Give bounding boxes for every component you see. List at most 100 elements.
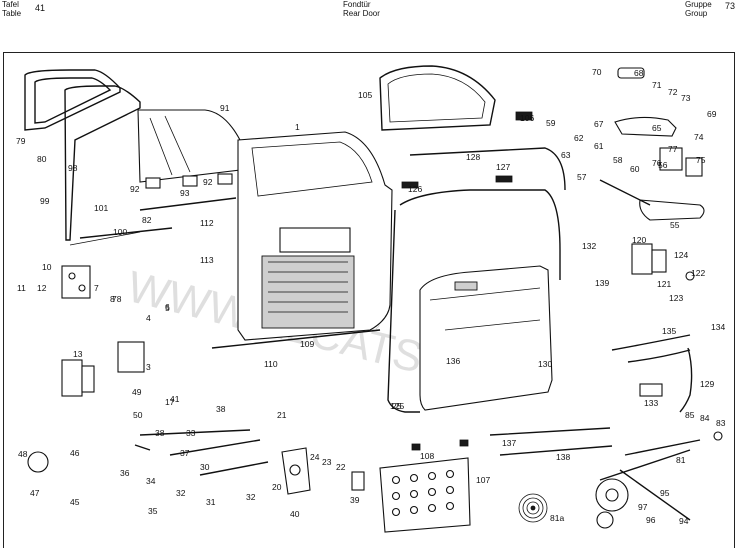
part-label: 23 xyxy=(322,457,332,467)
part-label: 58 xyxy=(613,155,623,165)
part-label: 21 xyxy=(277,410,287,420)
cover-plate xyxy=(379,457,471,533)
lock-cylinder xyxy=(617,67,645,79)
trim-strips xyxy=(489,427,613,456)
part-label: 33 xyxy=(186,428,196,438)
striker-plate xyxy=(631,243,667,275)
part-label: 94 xyxy=(679,516,689,526)
part-label: 40 xyxy=(290,509,300,519)
part-label: 47 xyxy=(30,488,40,498)
part-label: 132 xyxy=(582,241,596,251)
door-seal xyxy=(387,147,566,413)
part-label: 135 xyxy=(662,326,676,336)
part-label: 20 xyxy=(272,482,282,492)
part-label: 83 xyxy=(716,418,726,428)
part-label: 110 xyxy=(264,359,278,369)
part-number-labels: 1 3 4 5 6 7 8 10 11 12 13 17 20 21 22 23… xyxy=(16,67,726,526)
part-label: 112 xyxy=(200,218,214,228)
regulator-spring xyxy=(518,493,548,523)
part-label: 106 xyxy=(520,113,534,123)
part-label: 137 xyxy=(502,438,516,448)
handle-bracket xyxy=(614,116,703,177)
part-label: 78 xyxy=(112,294,122,304)
part-label: 97 xyxy=(638,502,648,512)
diagram-title: Fondtür Rear Door xyxy=(343,0,380,18)
part-label: 82 xyxy=(142,215,152,225)
part-label: 139 xyxy=(595,278,609,288)
part-label: 1 xyxy=(295,122,300,132)
group-number-header: Gruppe Group 73 xyxy=(685,0,735,18)
part-label: 35 xyxy=(148,506,158,516)
table-number-header: Tafel Table 41 xyxy=(2,0,45,18)
side-strips xyxy=(611,334,693,413)
part-label: 100 xyxy=(113,227,127,237)
part-label: 108 xyxy=(420,451,434,461)
part-label: 91 xyxy=(220,103,230,113)
glass-rail xyxy=(79,197,237,239)
part-label: 96 xyxy=(646,515,656,525)
part-label: 50 xyxy=(133,410,143,420)
part-label: 105 xyxy=(358,90,372,100)
part-label: 67 xyxy=(594,119,604,129)
part-label: 37 xyxy=(180,448,190,458)
part-label: 39 xyxy=(350,495,360,505)
part-label: 6 xyxy=(165,302,170,312)
part-label: 60 xyxy=(630,164,640,174)
part-label: 74 xyxy=(694,132,704,142)
window-seal-frame xyxy=(24,69,141,246)
part-label: 36 xyxy=(120,468,130,478)
title-de: Fondtür xyxy=(343,0,371,9)
part-label: 10 xyxy=(42,262,52,272)
part-label: 85 xyxy=(685,410,695,420)
small-fittings xyxy=(27,271,723,491)
part-label: 25 xyxy=(392,401,402,411)
part-label: 11 xyxy=(17,283,26,293)
table-label-en: Table xyxy=(2,9,22,18)
part-label: 5 xyxy=(165,303,170,313)
part-label: 107 xyxy=(476,475,490,485)
part-label: 38 xyxy=(155,428,165,438)
part-label: 121 xyxy=(657,279,671,289)
part-label: 76 xyxy=(652,158,662,168)
part-label: 13 xyxy=(73,349,83,359)
part-label: 17 xyxy=(165,397,175,407)
part-label: 32 xyxy=(176,488,186,498)
part-label: 41 xyxy=(170,394,180,404)
part-label: 69 xyxy=(707,109,717,119)
part-label: 79 xyxy=(16,136,26,146)
part-label: 77 xyxy=(668,144,678,154)
table-number: 41 xyxy=(35,3,46,13)
part-label: 124 xyxy=(674,250,688,260)
part-label: 134 xyxy=(711,322,725,332)
part-label: 127 xyxy=(496,162,510,172)
rear-window-frame xyxy=(379,65,496,131)
part-label: 71 xyxy=(652,80,662,90)
part-label: 32 xyxy=(246,492,256,502)
part-label: 3 xyxy=(146,362,151,372)
door-lock xyxy=(281,447,311,495)
part-label: 70 xyxy=(592,67,602,77)
door-shell xyxy=(211,131,393,349)
part-label: 57 xyxy=(577,172,587,182)
part-label: 92 xyxy=(130,184,140,194)
group-label-en: Group xyxy=(685,9,708,18)
part-label: 34 xyxy=(146,476,156,486)
part-label: 109 xyxy=(300,339,314,349)
part-label: 101 xyxy=(94,203,108,213)
part-label: 128 xyxy=(466,152,480,162)
part-label: 120 xyxy=(632,235,646,245)
outside-handle xyxy=(599,179,705,221)
part-label: 72 xyxy=(668,87,678,97)
part-label: 7 xyxy=(94,283,99,293)
part-label: 46 xyxy=(70,448,80,458)
part-label: 48 xyxy=(18,449,28,459)
part-label: 31 xyxy=(206,497,216,507)
part-label: 138 xyxy=(556,452,570,462)
part-label: 130 xyxy=(538,359,552,369)
part-label: 30 xyxy=(200,462,210,472)
control-rods xyxy=(134,429,269,476)
part-label: 63 xyxy=(561,150,571,160)
part-label: 129 xyxy=(700,379,714,389)
glass-clips xyxy=(145,173,233,189)
part-label: 81a xyxy=(550,513,564,523)
